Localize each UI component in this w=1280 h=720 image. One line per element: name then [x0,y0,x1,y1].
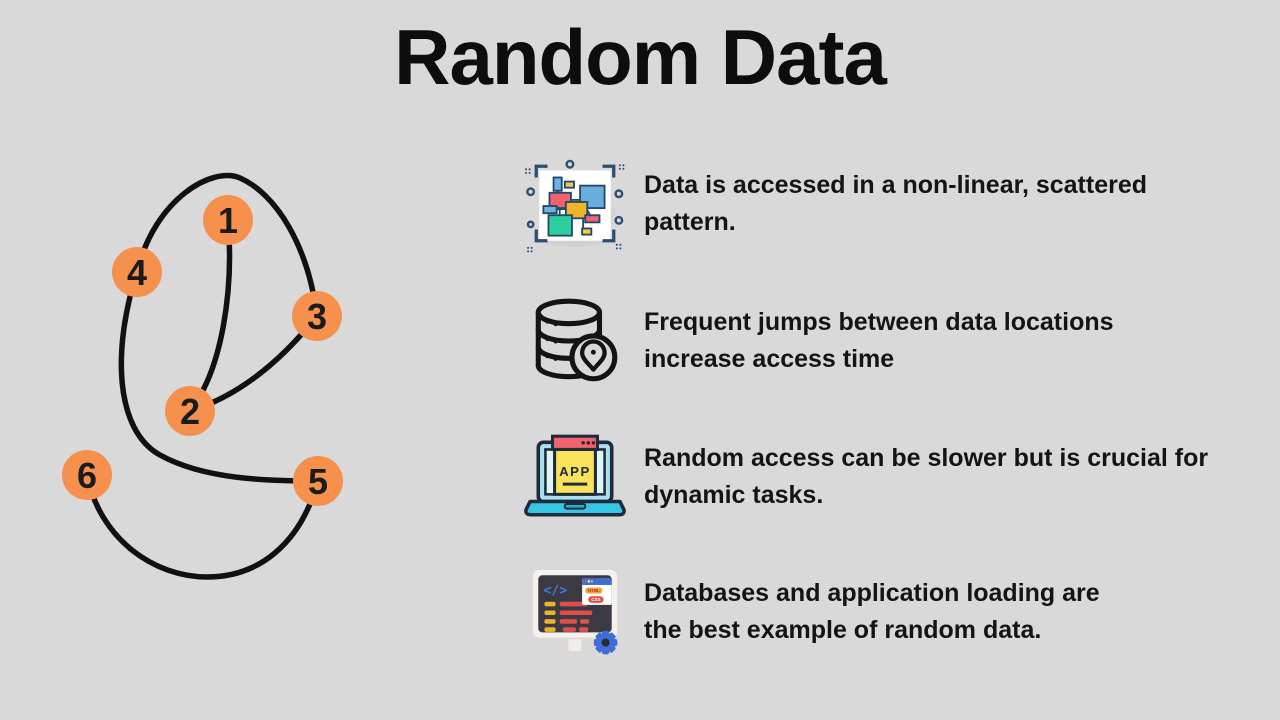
graph-edge-4-3 [134,172,320,319]
graph-edge-6-5 [84,472,321,580]
graph-node-label: 3 [307,296,327,337]
graph-edge-1-2 [187,217,233,414]
database-location-icon [524,289,626,393]
graph-node-label: 4 [127,252,147,293]
code-symbol: </> [543,584,567,599]
graph-node-5: 5 [293,456,343,506]
graph-svg: 1 2 3 4 5 6 [62,172,343,580]
graph-node-6: 6 [62,450,112,500]
feature-text-line: increase access time [644,345,895,373]
css-label: CSS [591,597,600,602]
feature-text-line: Databases and application loading are [644,579,1100,607]
graph-node-label: 6 [77,455,97,496]
feature-text-line: Random access can be slower but is cruci… [644,444,1209,472]
graph-node-label: 2 [180,391,200,432]
feature-text-line: Data is accessed in a non-linear, scatte… [644,171,1148,199]
feature-text-line: Frequent jumps between data locations [644,308,1114,336]
graph-node-4: 4 [112,247,162,297]
page-title: Random Data [394,13,887,101]
graph-node-1: 1 [203,195,253,245]
feature-text: Data is accessed in a non-linear, scatte… [644,167,1147,241]
feature-row-scattered-access: Data is accessed in a non-linear, scatte… [524,151,1147,257]
feature-text-line: pattern. [644,208,736,236]
graph-node-label: 5 [308,461,328,502]
app-label: APP [559,464,591,479]
gear-icon [593,630,618,655]
feature-text: Databases and application loading are th… [644,575,1100,649]
feature-list: Data is accessed in a non-linear, scatte… [524,0,1264,720]
browser-window: HTML CSS [582,578,612,605]
feature-text: Random access can be slower but is cruci… [644,440,1208,514]
feature-row-random-access: APP Random access can be slower but is c… [524,424,1208,530]
app-laptop-icon: APP [524,425,626,529]
graph-node-label: 1 [218,200,238,241]
graph-node-3: 3 [292,291,342,341]
graph-node-2: 2 [165,386,215,436]
html-label: HTML [588,588,600,593]
graph-edge-4-5 [118,269,321,484]
feature-text-line: the best example of random data. [644,616,1042,644]
feature-text: Frequent jumps between data locations in… [644,304,1114,378]
scattered-data-blocks-icon [524,152,626,256]
code-monitor-icon: </> [524,560,626,664]
feature-text-line: dynamic tasks. [644,481,824,509]
feature-row-examples: </> [524,559,1100,665]
feature-row-access-time: Frequent jumps between data locations in… [524,288,1114,394]
